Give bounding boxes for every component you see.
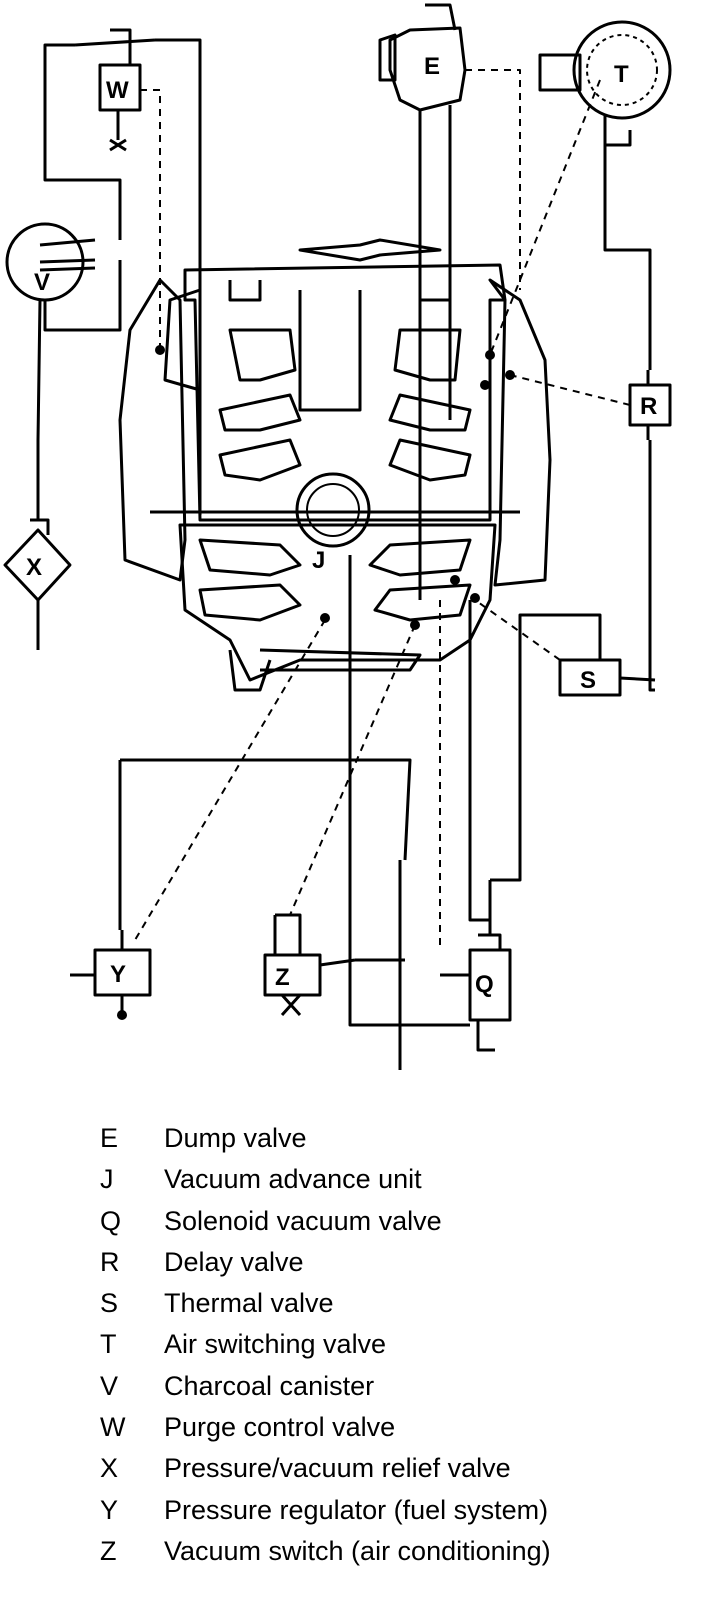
legend-key: J <box>100 1164 114 1195</box>
legend-row: Y Pressure regulator (fuel system) <box>100 1490 690 1531</box>
label-z: Z <box>275 964 290 991</box>
legend-key: Y <box>100 1494 119 1525</box>
legend-row: E Dump valve <box>100 1118 690 1159</box>
legend-key: W <box>100 1412 126 1443</box>
delay-valve-r <box>628 370 672 440</box>
solenoid-vacuum-valve-q <box>440 933 512 1052</box>
legend-key: T <box>100 1329 117 1360</box>
label-v: V <box>34 269 50 296</box>
charcoal-canister-v <box>5 222 96 302</box>
legend-key: E <box>100 1123 119 1153</box>
legend-row: S Thermal valve <box>100 1283 690 1324</box>
hose-junction-dots <box>117 345 515 1020</box>
legend-description: Pressure/vacuum relief valve <box>164 1453 511 1484</box>
legend-description: Air switching valve <box>164 1329 387 1360</box>
legend-row: V Charcoal canister <box>100 1366 690 1407</box>
legend-description: Thermal valve <box>164 1288 334 1319</box>
legend-key: S <box>100 1288 119 1319</box>
legend-description: Vacuum advance unit <box>164 1164 422 1195</box>
vacuum-hose-diagram: E T W V R J X S Y Z Q <box>3 3 672 1070</box>
legend-description: Delay valve <box>164 1246 304 1277</box>
legend-key: Q <box>100 1205 122 1236</box>
vacuum-hoses <box>36 38 655 1070</box>
legend-description: Purge control valve <box>164 1412 396 1443</box>
dump-valve-e <box>378 3 467 140</box>
engine-block <box>118 238 552 692</box>
component-labels: E T W V R J X S Y Z Q <box>26 53 657 998</box>
legend-row: Q Solenoid vacuum valve <box>100 1201 690 1242</box>
legend-row: J Vacuum advance unit <box>100 1159 690 1200</box>
air-switching-valve-t <box>538 20 672 147</box>
legend-description: Pressure regulator (fuel system) <box>164 1494 549 1525</box>
legend-key: R <box>100 1246 120 1277</box>
label-r: R <box>640 393 657 420</box>
label-e: E <box>424 53 440 80</box>
legend-description: Solenoid vacuum valve <box>164 1205 442 1236</box>
legend-description: Charcoal canister <box>164 1370 375 1401</box>
legend: E Dump valve J Vacuum advance unit Q Sol… <box>100 1118 690 1572</box>
legend-key: V <box>100 1370 119 1401</box>
label-x: X <box>26 554 42 581</box>
label-s: S <box>580 667 596 694</box>
label-y: Y <box>110 961 126 988</box>
label-q: Q <box>475 971 494 998</box>
legend-key: Z <box>100 1535 117 1566</box>
legend-description: Vacuum switch (air conditioning) <box>164 1535 551 1566</box>
label-w: W <box>106 77 129 104</box>
label-j: J <box>312 547 325 574</box>
legend-row: T Air switching valve <box>100 1324 690 1365</box>
legend-description: Dump valve <box>164 1123 307 1153</box>
dashed-linkages <box>134 69 631 950</box>
legend-row: W Purge control valve <box>100 1407 690 1448</box>
legend-row: R Delay valve <box>100 1242 690 1283</box>
legend-row: X Pressure/vacuum relief valve <box>100 1448 690 1489</box>
relief-valve-x <box>3 518 72 650</box>
thermal-valve-s <box>558 630 656 697</box>
label-t: T <box>614 61 629 88</box>
legend-key: X <box>100 1453 119 1484</box>
legend-row: Z Vacuum switch (air conditioning) <box>100 1531 690 1572</box>
purge-control-valve-w <box>74 28 156 152</box>
